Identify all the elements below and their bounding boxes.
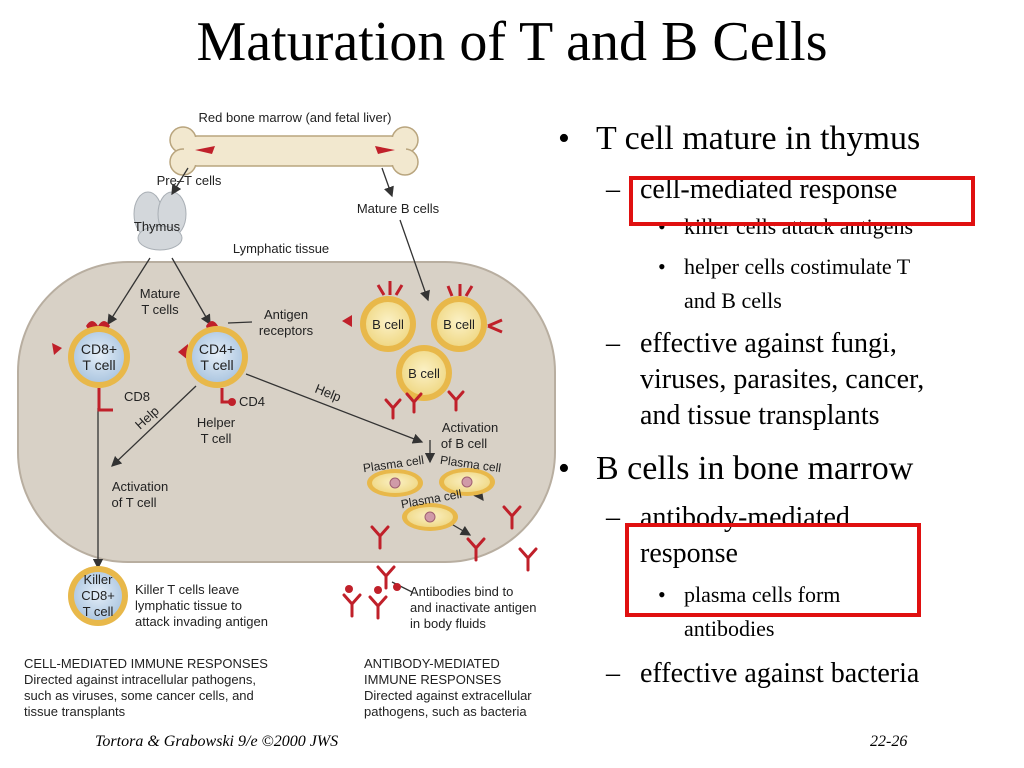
killer-label-3: T cell (83, 604, 114, 619)
plasma-cell-2 (439, 468, 495, 496)
bullet-t-sub1: –cell-mediated response (606, 174, 898, 205)
antibodies-label-3: in body fluids (410, 616, 486, 631)
b-cell-label-1: B cell (372, 317, 404, 332)
cd8-label: CD8 (124, 389, 150, 404)
antibody-icons (342, 390, 538, 620)
killer-label-2: CD8+ (81, 588, 115, 603)
cd4-cell-label-2: T cell (200, 357, 233, 373)
antibody-mediated-desc-1: Directed against extracellular (364, 688, 532, 703)
bone-marrow-label: Red bone marrow (and fetal liver) (199, 110, 392, 125)
b-cell-label-2: B cell (443, 317, 475, 332)
lymphatic-tissue-label: Lymphatic tissue (233, 241, 329, 256)
killer-leave-label-1: Killer T cells leave (135, 582, 239, 597)
footer-page-number: 22-26 (870, 733, 908, 750)
activation-b-label-1: Activation (442, 420, 498, 435)
helper-t-label-2: T cell (201, 431, 232, 446)
b-cell-3 (396, 345, 452, 401)
mature-t-label-2: T cells (141, 302, 179, 317)
cd4-label: CD4 (239, 394, 265, 409)
activation-t-label-2: of T cell (111, 495, 156, 510)
cd4-t-cell (178, 321, 248, 406)
killer-label-1: Killer (84, 572, 114, 587)
plasma-cell-1 (367, 469, 423, 497)
bullet-t-sub1-a: •killer cells attack antigens (658, 214, 914, 239)
helper-t-label-1: Helper (197, 415, 236, 430)
cd4-cell-label-1: CD4+ (199, 341, 235, 357)
cell-mediated-desc-2: such as viruses, some cancer cells, and (24, 688, 254, 703)
activation-t-label-1: Activation (112, 479, 168, 494)
bone-icon (169, 126, 419, 176)
antigen-receptors-label-1: Antigen (264, 307, 308, 322)
cell-mediated-desc-1: Directed against intracellular pathogens… (24, 672, 256, 687)
bullet-b-main: •B cells in bone marrow (558, 450, 914, 487)
pre-t-cells-label: Pre–T cells (157, 173, 222, 188)
activation-b-label-2: of B cell (441, 436, 487, 451)
mature-b-cells-label: Mature B cells (357, 201, 440, 216)
antibodies-label-2: and inactivate antigen (410, 600, 536, 615)
antibody-mediated-desc-2: pathogens, such as bacteria (364, 704, 527, 719)
antibody-mediated-heading-1: ANTIBODY-MEDIATED (364, 656, 500, 671)
slide-title: Maturation of T and B Cells (196, 11, 828, 73)
b-cell-1 (342, 281, 416, 352)
cell-mediated-desc-3: tissue transplants (24, 704, 126, 719)
bullet-t-sub2: –effective against fungi,viruses, parasi… (606, 328, 925, 431)
plasma-cell-3 (402, 503, 458, 531)
killer-t-cell (68, 566, 128, 626)
antibodies-label-1: Antibodies bind to (410, 584, 513, 599)
cd8-cell-label-2: T cell (82, 357, 115, 373)
thymus-label: Thymus (134, 219, 181, 234)
antigen-receptors-label-2: receptors (259, 323, 314, 338)
thymus-icon (133, 191, 187, 251)
bullet-b-sub2: –effective against bacteria (606, 658, 920, 689)
cd8-cell-label-1: CD8+ (81, 341, 117, 357)
antibody-mediated-heading-2: IMMUNE RESPONSES (364, 672, 502, 687)
killer-leave-label-2: lymphatic tissue to (135, 598, 242, 613)
cell-mediated-heading: CELL-MEDIATED IMMUNE RESPONSES (24, 656, 268, 671)
killer-leave-label-3: attack invading antigen (135, 614, 268, 629)
footer-citation: Tortora & Grabowski 9/e ©2000 JWS (95, 733, 339, 750)
cd8-t-cell (52, 321, 130, 412)
mature-t-label-1: Mature (140, 286, 180, 301)
b-cell-2 (431, 284, 503, 352)
bullet-t-main: •T cell mature in thymus (558, 120, 921, 157)
bullet-list: •T cell mature in thymus –cell-mediated … (558, 118, 1018, 692)
b-cell-label-3: B cell (408, 366, 440, 381)
